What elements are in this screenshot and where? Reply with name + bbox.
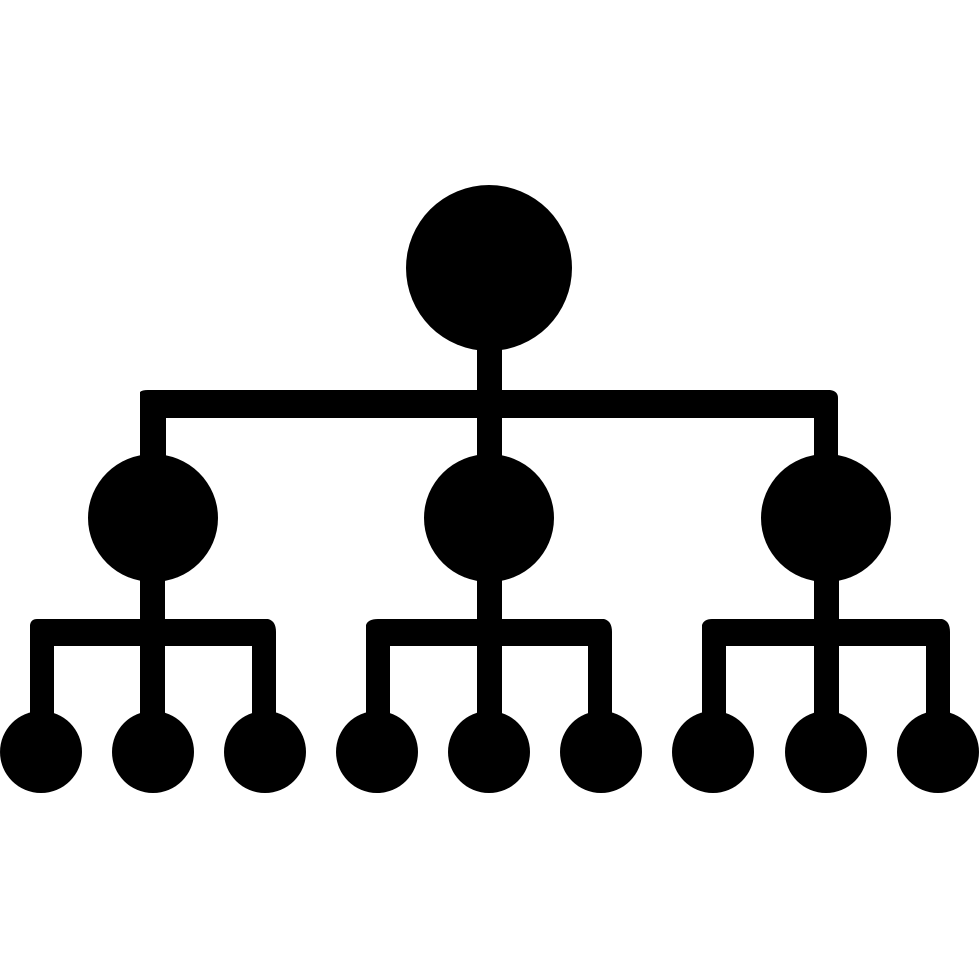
leaf-node bbox=[0, 711, 82, 793]
leaf-node bbox=[560, 711, 642, 793]
leaf-node bbox=[448, 711, 530, 793]
top-branch-connector bbox=[140, 390, 838, 460]
middle-node-center bbox=[424, 454, 554, 582]
leaf-node bbox=[672, 711, 754, 793]
middle-node-left bbox=[88, 454, 218, 582]
leaf-node bbox=[897, 711, 979, 793]
left-branch-connector bbox=[30, 619, 276, 720]
root-node bbox=[406, 185, 572, 351]
connectors bbox=[30, 340, 950, 720]
nodes bbox=[0, 185, 979, 793]
leaf-node bbox=[224, 711, 306, 793]
leaf-node bbox=[336, 711, 418, 793]
leaf-node bbox=[785, 711, 867, 793]
right-branch-connector bbox=[702, 619, 950, 720]
middle-node-right bbox=[761, 454, 891, 582]
middle-branch-connector bbox=[366, 619, 612, 720]
leaf-node bbox=[112, 711, 194, 793]
